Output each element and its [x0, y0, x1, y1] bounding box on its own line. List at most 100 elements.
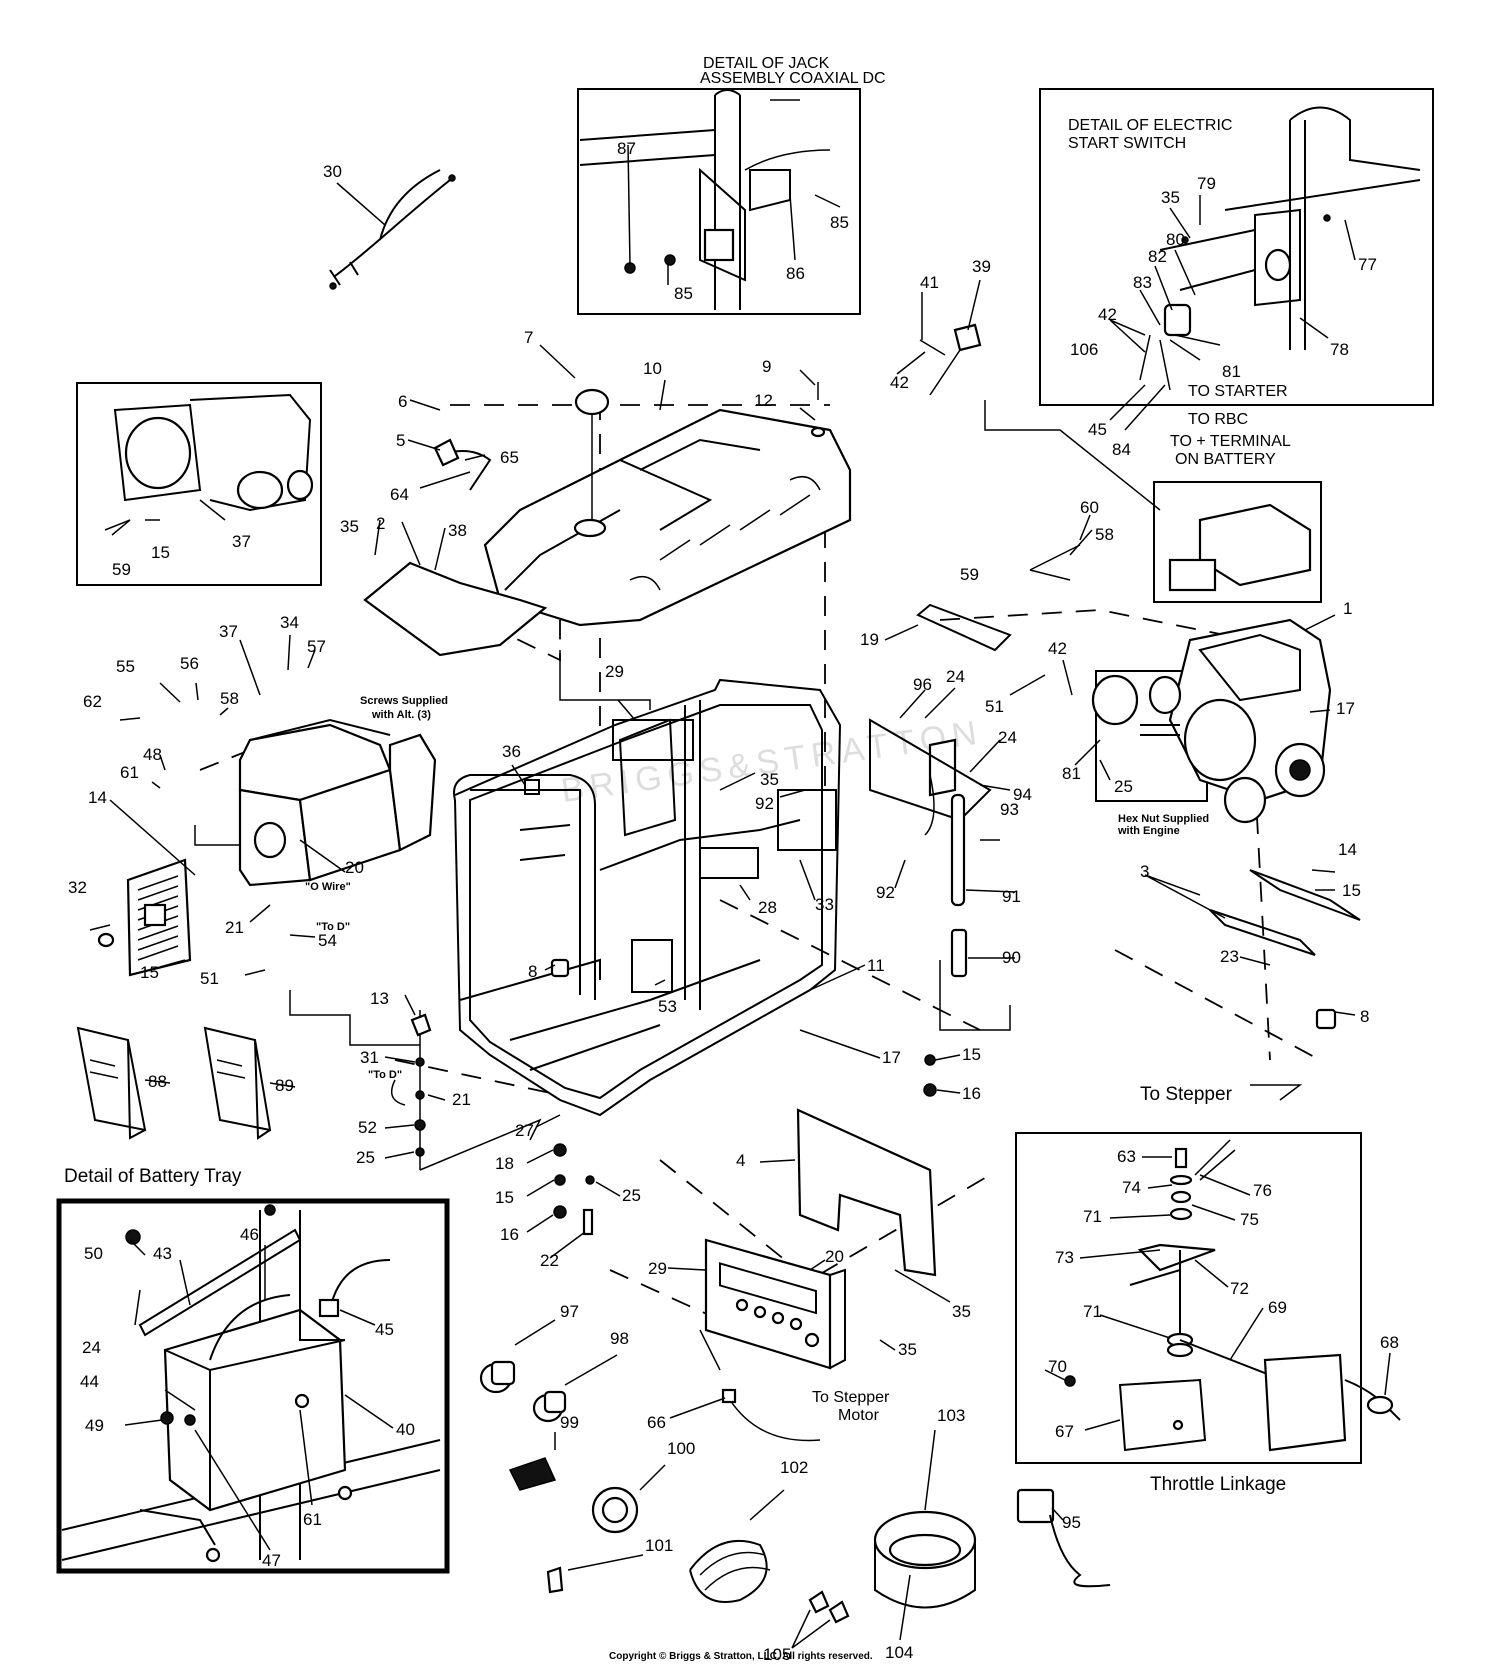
callout-92: 92 [876, 883, 895, 902]
callout-106: 106 [1070, 340, 1098, 359]
battery-tray-drawing [61, 1204, 441, 1563]
manual-88 [76, 1026, 147, 1140]
callout-76: 76 [1253, 1181, 1272, 1200]
callout-60: 60 [1080, 498, 1099, 517]
note-o-wire: "O Wire" [305, 881, 351, 893]
wiring-harness [329, 169, 451, 286]
callout-93: 93 [1000, 800, 1019, 819]
callout-91: 91 [1002, 887, 1021, 906]
callout-21: 21 [452, 1090, 471, 1109]
alternator-detail-drawing [104, 393, 314, 531]
engine-1 [1091, 618, 1332, 824]
note-to-terminal-line2: ON BATTERY [1175, 451, 1276, 468]
callout-7: 7 [524, 328, 533, 347]
alternator-detail-box [76, 382, 322, 586]
callout-61: 61 [303, 1510, 322, 1529]
callout-68: 68 [1380, 1333, 1399, 1352]
callout-numbers: 30 87 85 85 86 35 79 80 82 83 77 42 106 … [68, 139, 1399, 1664]
callout-99: 99 [560, 1413, 579, 1432]
callout-52: 52 [358, 1118, 377, 1137]
callout-46: 46 [240, 1225, 259, 1244]
callout-15: 15 [962, 1045, 981, 1064]
callout-92: 92 [755, 794, 774, 813]
callout-35: 35 [952, 1302, 971, 1321]
callout-15: 15 [1342, 881, 1361, 900]
label-29 [612, 719, 694, 761]
callout-37: 37 [232, 532, 251, 551]
battery-tray-detail-box [56, 1198, 450, 1574]
callout-102: 102 [780, 1458, 808, 1477]
callout-59: 59 [112, 560, 131, 579]
callout-22: 22 [540, 1251, 559, 1270]
callout-15: 15 [495, 1188, 514, 1207]
callout-57: 57 [307, 637, 326, 656]
callout-97: 97 [560, 1302, 579, 1321]
callout-81: 81 [1062, 764, 1081, 783]
callout-103: 103 [937, 1406, 965, 1425]
callout-78: 78 [1330, 340, 1349, 359]
harness-terminal [329, 282, 337, 290]
frame-panel [618, 718, 677, 837]
callout-12: 12 [754, 391, 773, 410]
callout-31: 31 [360, 1048, 379, 1067]
note-to-rbc: TO RBC [1188, 411, 1248, 428]
callout-21: 21 [225, 918, 244, 937]
electric-start-title-line2: START SWITCH [1068, 135, 1186, 152]
callout-25: 25 [356, 1148, 375, 1167]
callout-14: 14 [1338, 840, 1357, 859]
engine-inset-box [1153, 481, 1322, 603]
callout-72: 72 [1230, 1279, 1249, 1298]
callout-53: 53 [658, 997, 677, 1016]
fuel-cap [574, 388, 610, 416]
part-5 [433, 438, 460, 467]
callout-63: 63 [1117, 1147, 1136, 1166]
callout-15: 15 [151, 543, 170, 562]
callout-16: 16 [500, 1225, 519, 1244]
callout-58: 58 [220, 689, 239, 708]
callout-56: 56 [180, 654, 199, 673]
callout-35: 35 [340, 517, 359, 536]
callout-75: 75 [1240, 1210, 1259, 1229]
callout-6: 6 [398, 392, 407, 411]
plate-2 [363, 561, 548, 657]
callout-67: 67 [1055, 1422, 1074, 1441]
callout-16: 16 [962, 1084, 981, 1103]
harness-terminal [448, 174, 456, 182]
note-to-d-1: "To D" [316, 921, 350, 933]
callout-87: 87 [617, 139, 636, 158]
note-to-stepper: To Stepper [1140, 1084, 1233, 1105]
electric-start-detail-box [1039, 88, 1434, 406]
callout-77: 77 [1358, 255, 1377, 274]
callout-24: 24 [82, 1338, 101, 1357]
fuel-tank [483, 408, 852, 627]
callout-48: 48 [143, 745, 162, 764]
callout-43: 43 [153, 1244, 172, 1263]
callout-74: 74 [1122, 1178, 1141, 1197]
callout-30: 30 [323, 162, 342, 181]
callout-79: 79 [1197, 174, 1216, 193]
bracket-assembly-93 [869, 718, 992, 836]
callout-42: 42 [1048, 639, 1067, 658]
note-to-stepper-motor-line1: To Stepper [812, 1389, 890, 1406]
callout-35: 35 [898, 1340, 917, 1359]
callout-104: 104 [885, 1643, 913, 1662]
jack-assembly-drawing [579, 89, 831, 310]
callout-84: 84 [1112, 440, 1131, 459]
callout-20: 20 [825, 1247, 844, 1266]
callout-35: 35 [760, 770, 779, 789]
callout-58: 58 [1095, 525, 1114, 544]
callout-4: 4 [736, 1151, 745, 1170]
callout-18: 18 [495, 1154, 514, 1173]
label-53 [631, 939, 673, 993]
copyright-text: Copyright © Briggs & Stratton, LLC. All … [609, 1651, 873, 1662]
callout-81: 81 [1222, 362, 1241, 381]
callout-45: 45 [1088, 420, 1107, 439]
callout-28: 28 [758, 898, 777, 917]
callout-37: 37 [219, 622, 238, 641]
callout-33: 33 [815, 895, 834, 914]
callout-96: 96 [913, 675, 932, 694]
callout-13: 13 [370, 989, 389, 1008]
callout-105: 105 [763, 1645, 791, 1664]
callout-73: 73 [1055, 1248, 1074, 1267]
callout-83: 83 [1133, 273, 1152, 292]
